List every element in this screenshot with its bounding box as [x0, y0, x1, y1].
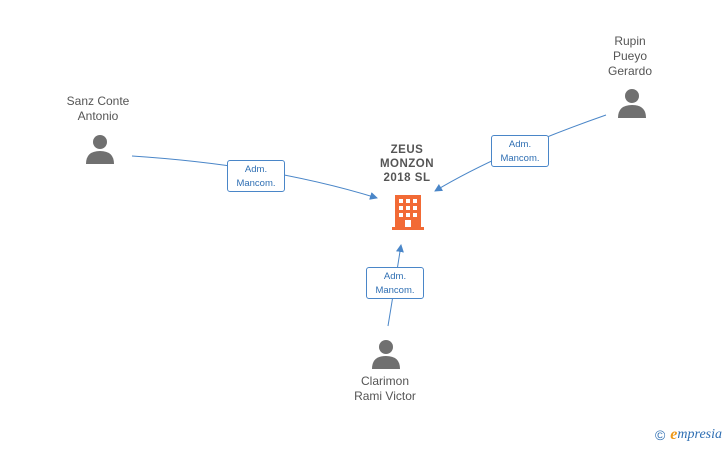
person-icon[interactable]: [616, 87, 648, 119]
brand-logo-text: mpresia: [677, 427, 722, 442]
person-name-sanz[interactable]: Sanz Conte Antonio: [66, 94, 130, 123]
empresia-watermark: © e mpresia: [655, 426, 722, 444]
role-badge-sanz[interactable]: Adm. Mancom.: [227, 160, 285, 192]
person-icon[interactable]: [370, 338, 402, 370]
brand-logo-e: e: [670, 426, 678, 443]
role-badge-rupin[interactable]: Adm. Mancom.: [491, 135, 549, 167]
building-icon[interactable]: [392, 193, 424, 231]
company-name[interactable]: ZEUS MONZON 2018 SL: [379, 144, 435, 184]
person-icon[interactable]: [84, 133, 116, 165]
person-name-rupin[interactable]: Rupin Pueyo Gerardo: [607, 34, 653, 78]
person-name-clarimon[interactable]: Clarimon Rami Victor: [354, 374, 416, 403]
role-badge-clarimon[interactable]: Adm. Mancom.: [366, 267, 424, 299]
copyright-symbol: ©: [654, 427, 666, 443]
